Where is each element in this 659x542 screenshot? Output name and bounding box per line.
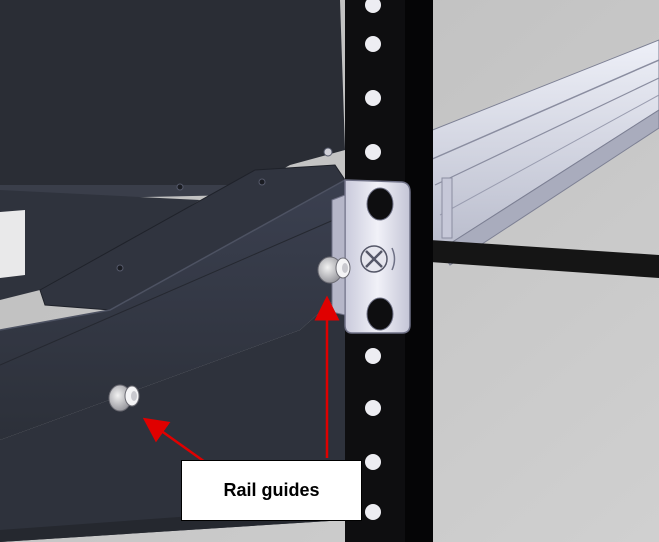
white-card (0, 210, 25, 278)
black-rail-bar (430, 240, 659, 278)
rail-guides-callout: Rail guides (181, 460, 362, 521)
rail-guide-upper (317, 256, 351, 284)
rack-post-holes (365, 0, 381, 520)
mounting-bracket (331, 179, 411, 334)
cross-screw-icon (360, 245, 388, 273)
callout-label: Rail guides (223, 480, 320, 500)
rail-guide-lower (108, 384, 140, 412)
red-arrow-icon (142, 295, 340, 464)
slide-rail (419, 39, 659, 278)
